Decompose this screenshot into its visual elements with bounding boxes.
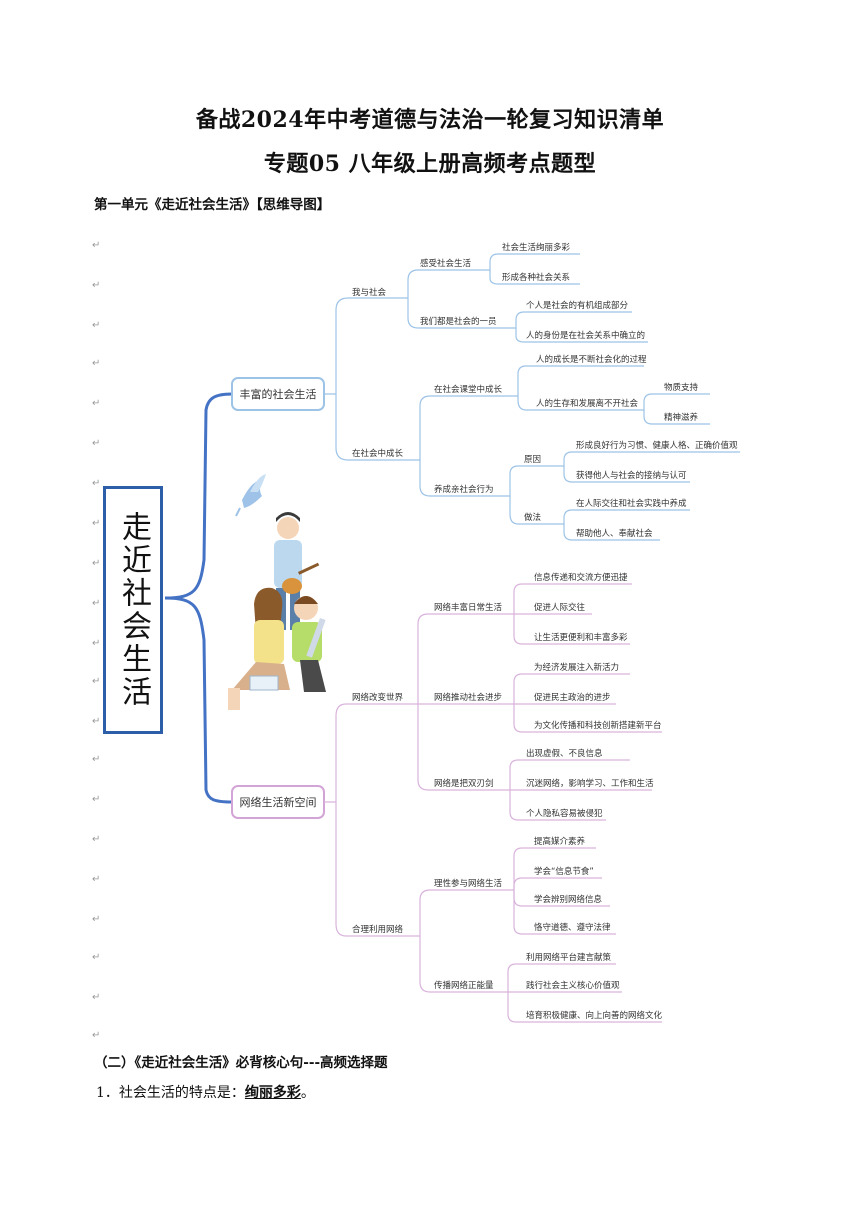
mindmap-root-label: 走近社会生活 [116,511,151,709]
leaf: 形成良好行为习惯、健康人格、正确价值观 [576,440,738,451]
item-prefix: 1．社会生活的特点是： [96,1085,245,1101]
document-subtitle: 专题05 八年级上册高频考点题型 [263,151,597,177]
branch1-text: 我与社会 感受社会生活 社会生活绚丽多彩 形成各种社会关系 我们都是社会的一员 … [352,242,738,539]
paragraph-mark: ↵ [92,716,101,727]
node-rational-participation: 理性参与网络生活 [434,878,503,889]
node-member-of-society: 我们都是社会的一员 [420,316,497,327]
leaf: 恪守道德、遵守法律 [534,922,611,933]
dove-icon [235,474,266,517]
paragraph-mark: ↵ [92,754,101,765]
section-heading-mindmap: 第一单元《走近社会生活》【思维导图】 [94,197,331,213]
node-network-enriches-life: 网络丰富日常生活 [434,602,503,613]
leaf: 在人际交往和社会实践中养成 [576,498,687,509]
leaf: 培育积极健康、向上向善的网络文化 [526,1010,663,1021]
section-heading-core-sentences: （二）《走近社会生活》必背核心句---高频选择题 [94,1055,388,1071]
leaf: 个人隐私容易被侵犯 [526,808,603,819]
branch-label: 丰富的社会生活 [240,387,317,401]
paragraph-mark: ↵ [92,834,101,845]
leaf: 学会辨别网络信息 [534,894,603,905]
node-grow-in-society: 在社会中成长 [352,448,404,459]
paragraph-mark: ↵ [92,992,101,1003]
paragraph-mark: ↵ [92,676,101,687]
node-social-classroom: 在社会课堂中成长 [434,384,503,395]
leaf: 沉迷网络，影响学习、工作和生活 [526,778,654,789]
branch2-text: 网络改变世界 网络丰富日常生活 信息传递和交流方便迅捷 促进人际交往 让生活更便… [352,572,663,1021]
leaf: 促进人际交往 [534,602,586,613]
girl-sitting [228,587,290,710]
question-item-1: 1．社会生活的特点是：绚丽多彩。 [96,1082,315,1102]
paragraph-mark: ↵ [92,952,101,963]
paragraph-mark: ↵ [92,518,101,529]
leaf: 帮助他人、奉献社会 [576,528,653,539]
root-connectors [164,392,233,804]
paragraph-mark: ↵ [92,438,101,449]
leaf: 人的成长是不断社会化的过程 [536,354,647,365]
paragraph-mark: ↵ [92,794,101,805]
paragraph-mark: ↵ [92,1030,101,1041]
leaf: 促进民主政治的进步 [534,692,611,703]
leaf: 获得他人与社会的接纳与认可 [576,470,687,481]
leaf: 利用网络平台建言献策 [526,952,612,963]
node-prosocial-behavior: 养成亲社会行为 [434,484,494,495]
paragraph-mark: ↵ [92,280,101,291]
leaf: 个人是社会的有机组成部分 [526,300,629,311]
paragraph-mark: ↵ [92,358,101,369]
mindmap-root-box: 走近社会生活 [103,486,163,734]
branch1-lines [324,253,740,541]
leaf: 物质支持 [664,382,699,393]
leaf: 学会“信息节食” [534,866,594,877]
node-positive-energy: 传播网络正能量 [434,980,494,991]
paragraph-mark: ↵ [92,478,101,489]
leaf: 人的身份是在社会关系中确立的 [526,330,645,341]
paragraph-mark: ↵ [92,598,101,609]
node-me-and-society: 我与社会 [352,287,387,298]
node-use-network-rationally: 合理利用网络 [352,924,404,935]
item-answer: 绚丽多彩 [244,1085,301,1101]
leaf: 让生活更便利和丰富多彩 [534,632,628,643]
children-illustration [228,474,326,710]
leaf: 社会生活绚丽多彩 [502,242,571,253]
boy-green-shirt [292,596,326,692]
leaf: 提高媒介素养 [534,836,586,847]
leaf: 人的生存和发展离不开社会 [536,398,639,409]
paragraph-mark: ↵ [92,638,101,649]
branch2-lines [324,583,662,1023]
node-double-edged-sword: 网络是把双刃剑 [434,778,494,789]
document-title: 备战2024年中考道德与法治一轮复习知识清单 [195,107,665,133]
node-reason: 原因 [524,455,541,465]
leaf: 出现虚假、不良信息 [526,748,603,759]
paragraph-mark: ↵ [92,914,101,925]
leaf: 形成各种社会关系 [502,272,570,283]
node-feel-social-life: 感受社会生活 [420,258,472,269]
paragraph-mark: ↵ [92,320,101,331]
branch-label: 网络生活新空间 [240,795,317,809]
node-network-changes-world: 网络改变世界 [352,692,404,703]
leaf: 为文化传播和科技创新搭建新平台 [534,720,662,731]
leaf: 信息传递和交流方便迅捷 [534,572,628,583]
leaf: 践行社会主义核心价值观 [526,980,620,991]
node-method: 做法 [524,512,541,523]
paragraph-mark: ↵ [92,874,101,885]
paragraph-mark: ↵ [92,398,101,409]
paragraph-mark: ↵ [92,558,101,569]
leaf: 精神滋养 [664,412,699,423]
leaf: 为经济发展注入新活力 [534,662,619,673]
item-suffix: 。 [300,1085,315,1101]
paragraph-mark: ↵ [92,240,101,251]
node-network-promotes-progress: 网络推动社会进步 [434,692,502,703]
